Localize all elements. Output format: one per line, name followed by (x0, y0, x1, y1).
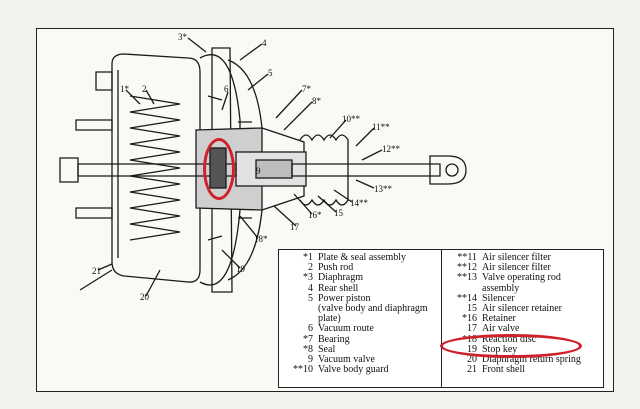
callout-1: 1* (120, 84, 130, 94)
legend-label: assembly (482, 282, 520, 294)
legend-row: assembly (443, 282, 603, 294)
callout-14: 14** (350, 198, 369, 208)
legend-number: 6 (308, 323, 313, 335)
reaction-disc-highlight (203, 138, 235, 200)
callout-8: 8* (312, 96, 322, 106)
legend-label: Diaphragm (318, 272, 363, 284)
legend-label: Rear shell (318, 282, 359, 294)
reaction-disc-legend-highlight (440, 334, 582, 358)
legend-number: 21 (467, 364, 477, 376)
legend-row: **13 Valve operating rod (443, 273, 603, 283)
legend-row: *7 Bearing (279, 333, 439, 345)
callout-6: 6 (224, 84, 229, 94)
callout-15: 15 (334, 208, 344, 218)
legend-label: Front shell (482, 364, 526, 376)
legend-label: Seal (318, 343, 336, 355)
legend-row: 9 Vacuum valve (279, 354, 439, 366)
legend-label: Silencer (482, 292, 515, 304)
legend-number: **11 (457, 252, 477, 263)
legend-label: Valve body guard (318, 364, 389, 376)
legend-number: 2 (308, 262, 313, 274)
callout-9: 9 (256, 166, 261, 176)
legend-number: **13 (457, 272, 477, 284)
legend-row: **10 Valve body guard (279, 365, 439, 375)
legend-number: **10 (293, 364, 313, 376)
valve-body-guard (299, 134, 349, 206)
legend-number: *8 (303, 343, 313, 355)
legend-label: Push rod (318, 262, 354, 274)
legend-label: Plate & seal assembly (318, 252, 407, 263)
legend-row: plate) (279, 314, 439, 324)
legend-number: *16 (462, 313, 477, 325)
diaphragm-return-spring (129, 95, 181, 241)
legend-row: *3 Diaphragm (279, 273, 439, 283)
callout-3: 3* (178, 32, 188, 42)
legend-label: Air silencer retainer (482, 303, 562, 315)
legend-number: *7 (303, 333, 313, 345)
callout-5: 5 (268, 68, 273, 78)
legend-row: **14 Silencer (443, 292, 603, 304)
legend-row: (valve body and diaphragm (279, 303, 439, 315)
callout-19: 19 (236, 264, 246, 274)
legend-row: *16 Retainer (443, 314, 603, 324)
legend-label: Air silencer filter (482, 262, 551, 274)
legend-row: **11 Air silencer filter (443, 252, 603, 263)
callout-10: 10** (342, 114, 361, 124)
legend-column-left: *1 Plate & seal assembly 2 Push rod *3 Diaphr… (279, 252, 439, 375)
legend-number: 9 (308, 354, 313, 366)
legend-row: *8 Seal (279, 343, 439, 355)
legend-row: 20 Diaphragm return spring (443, 354, 603, 366)
callout-7: 7* (302, 84, 312, 94)
legend-label: Valve operating rod (482, 272, 561, 284)
callout-13: 13** (374, 184, 393, 194)
legend-label: Air valve (482, 323, 520, 335)
legend-label: Air silencer filter (482, 252, 551, 263)
callout-11: 11** (372, 122, 390, 132)
legend-number: 17 (467, 323, 477, 335)
legend-number: **14 (457, 292, 477, 304)
legend-label: Vacuum route (318, 323, 374, 335)
callout-18: 18* (254, 234, 268, 244)
legend-row: 5 Power piston (279, 292, 439, 304)
legend-number: *3 (303, 272, 313, 284)
legend-label: Vacuum valve (318, 354, 375, 366)
callout-20: 20 (140, 292, 150, 302)
legend-divider (441, 250, 442, 387)
legend-label: Diaphragm return spring (482, 354, 581, 366)
legend-label: Retainer (482, 313, 516, 325)
legend-label: Power piston (318, 292, 371, 304)
callout-17: 17 (290, 222, 300, 232)
legend-label: plate) (318, 313, 341, 325)
legend-number: 5 (308, 292, 313, 304)
valve-operating-rod (291, 163, 441, 177)
legend-row: *1 Plate & seal assembly (279, 252, 439, 263)
legend-number (279, 304, 318, 314)
legend-row: 6 Vacuum route (279, 324, 439, 334)
legend-row: **12 Air silencer filter (443, 262, 603, 274)
front-shell (111, 53, 201, 283)
legend-number: *1 (303, 252, 313, 263)
callout-12: 12** (382, 144, 401, 154)
callout-2: 2 (142, 84, 147, 94)
legend-row: 15 Air silencer retainer (443, 303, 603, 315)
callout-21: 21 (92, 266, 101, 276)
legend-number: **12 (457, 262, 477, 274)
legend-label: (valve body and diaphragm (318, 303, 428, 315)
legend-label: Bearing (318, 333, 350, 345)
legend-row: 4 Rear shell (279, 282, 439, 294)
callout-4: 4 (262, 38, 267, 48)
legend-number: 4 (308, 282, 313, 294)
legend-row: 2 Push rod (279, 262, 439, 274)
legend-number: 20 (467, 354, 477, 366)
legend-row: 21 Front shell (443, 365, 603, 375)
legend-number: 15 (467, 303, 477, 315)
legend-row: 17 Air valve (443, 324, 603, 334)
callout-16: 16* (308, 210, 322, 220)
